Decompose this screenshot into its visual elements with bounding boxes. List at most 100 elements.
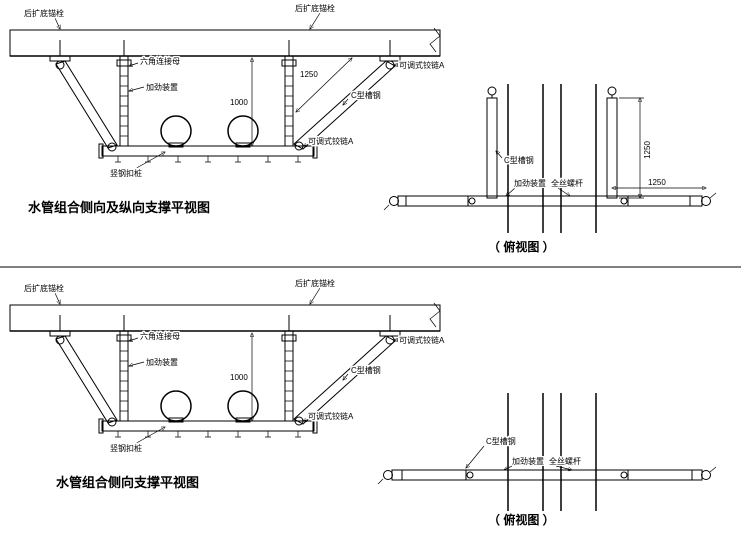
channel-bolts — [115, 156, 301, 163]
channel-beam — [101, 420, 315, 432]
plan-threaded-rod-label: 全丝螺杆 — [549, 456, 581, 466]
left-diagonal-brace — [55, 60, 118, 149]
top-elevation: 后扩底锚栓 后扩底锚栓 六角连接母 加劲装置 可调式铰链A 1250 1000 … — [9, 2, 446, 215]
hinge-circle — [107, 417, 117, 427]
leader-line — [132, 427, 165, 446]
anchor-bolt — [59, 40, 391, 56]
rod-thread-ticks — [285, 340, 293, 412]
pipe-clamp — [168, 142, 184, 148]
dim-1250-label: 1250 — [300, 70, 318, 79]
right-diagonal-brace — [293, 335, 396, 425]
leader-line — [466, 445, 485, 468]
channel-bolts — [115, 431, 301, 438]
pipe-lines — [507, 84, 597, 233]
joint-circle — [468, 197, 476, 205]
leader-line — [129, 62, 139, 66]
brace-hatch-right — [627, 195, 691, 207]
top-elevation-title: 水管组合侧向及纵向支撑平视图 — [28, 200, 210, 215]
hook — [377, 478, 384, 485]
anchor-bolt — [59, 315, 391, 331]
leader-line — [343, 98, 349, 105]
brace-hatch-left — [405, 195, 469, 207]
dimension-line — [296, 58, 352, 112]
left-diagonal-brace — [55, 335, 118, 424]
hex-nut-label: 六角连接母 — [140, 331, 180, 341]
rod-thread-ticks — [120, 65, 128, 137]
hex-nut — [281, 59, 297, 67]
leader-line — [129, 86, 145, 91]
slab-break-mark — [429, 27, 441, 53]
leader-line — [310, 287, 321, 304]
eye-bolt — [487, 86, 497, 96]
brace-rod — [391, 469, 703, 481]
channel-end-plate — [98, 143, 104, 159]
joint-circle — [620, 471, 628, 479]
bottom-plan-caption: （ 俯视图 ） — [488, 512, 555, 527]
pipe-1 — [160, 115, 192, 147]
leader-line — [506, 187, 516, 196]
brace-hatch-left — [401, 469, 467, 481]
ceiling-slab — [9, 304, 441, 332]
dim-1000-label: 1000 — [230, 98, 248, 107]
hinge-top-label: 可调式铰链A — [399, 335, 445, 345]
pipe-clamp-label: 竖钢扣桩 — [110, 443, 142, 453]
top-plan-caption: （ 俯视图 ） — [488, 239, 555, 254]
hex-nut — [116, 334, 132, 342]
c-channel-label: C型槽钢 — [351, 365, 381, 375]
leader-line — [132, 152, 165, 171]
hinge-bottom-label: 可调式铰链A — [308, 136, 354, 146]
c-channel-right — [606, 97, 618, 199]
hinge-top-label: 可调式铰链A — [399, 60, 445, 70]
leader-line — [54, 292, 60, 304]
hinge-bottom-label: 可调式铰链A — [308, 411, 354, 421]
pipe-clamp — [168, 417, 184, 423]
hinge-circle — [55, 60, 65, 70]
plan-dim-vertical: 1250 — [643, 141, 652, 159]
slab-break-mark — [429, 302, 441, 328]
channel-end-plate — [312, 143, 318, 159]
bottom-elevation-title: 水管组合侧向支撑平视图 — [56, 475, 199, 490]
bottom-plan: C型槽钢 加劲装置 全丝螺杆 （ 俯视图 ） — [377, 393, 717, 527]
leader-line — [557, 187, 570, 196]
hanger-rod-left — [119, 55, 129, 147]
rod-thread-ticks — [120, 340, 128, 412]
end-eye — [701, 196, 711, 206]
plan-threaded-rod-label: 全丝螺杆 — [551, 178, 583, 188]
hex-nut — [281, 334, 297, 342]
channel-beam — [101, 145, 315, 157]
hook — [383, 204, 390, 211]
dim-1000-label: 1000 — [230, 373, 248, 382]
hook — [709, 466, 717, 473]
leader-line — [303, 420, 306, 421]
top-plan: 1250 1250 C型槽钢 加劲装置 全丝螺杆 （ 俯视图 ） — [383, 84, 717, 254]
rod-thread-ticks — [285, 65, 293, 137]
plan-c-channel-label: C型槽钢 — [486, 436, 516, 446]
c-channel-label: C型槽钢 — [351, 90, 381, 100]
leader-line — [129, 361, 145, 366]
right-diagonal-brace — [293, 60, 396, 150]
end-eye — [701, 470, 711, 480]
leader-line — [496, 151, 503, 159]
ceiling-slab — [9, 29, 441, 57]
eye-bolt — [607, 86, 617, 96]
brace-rod — [397, 195, 703, 207]
hanger-rod-left — [119, 330, 129, 422]
hanger-rod-right — [284, 330, 294, 422]
plan-stiffener-label: 加劲装置 — [512, 456, 544, 466]
stiffener-label: 加劲装置 — [146, 82, 178, 92]
brace-hatch-right — [627, 469, 693, 481]
leader-line — [129, 337, 139, 341]
hex-nut — [116, 59, 132, 67]
plan-stiffener-label: 加劲装置 — [514, 178, 546, 188]
hanger-rod-right — [284, 55, 294, 147]
end-eye — [389, 196, 399, 206]
anchor-right-label: 后扩底锚栓 — [295, 3, 335, 13]
pipe-2 — [227, 390, 259, 422]
leader-line — [54, 17, 60, 29]
anchor-right-label: 后扩底锚栓 — [295, 278, 335, 288]
stiffener-label: 加劲装置 — [146, 357, 178, 367]
plan-c-channel-label: C型槽钢 — [504, 155, 534, 165]
pipe-1 — [160, 390, 192, 422]
hinge-circle — [107, 142, 117, 152]
